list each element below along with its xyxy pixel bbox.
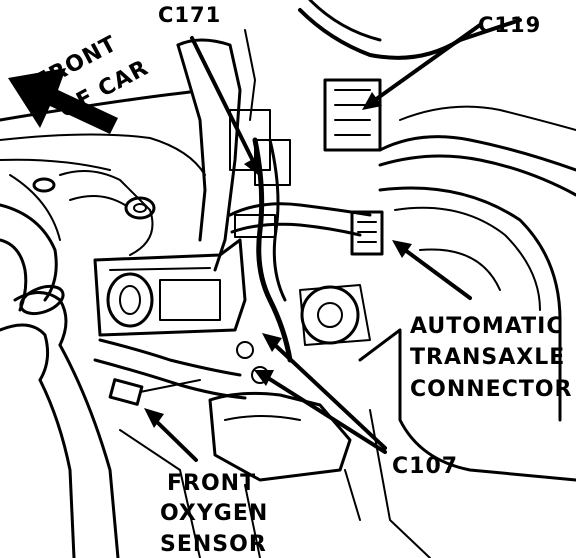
front-of-car-arrow [8, 68, 118, 134]
transaxle-label-line2: TRANSAXLE [410, 345, 565, 370]
c107-label: C107 [392, 454, 458, 479]
transaxle-label-line1: AUTOMATIC [410, 314, 563, 339]
c107-leader-line-lower [266, 376, 387, 454]
transaxle-arrowhead [392, 240, 412, 258]
transaxle-label-line3: CONNECTOR [410, 377, 573, 402]
c171-arrowhead [244, 156, 262, 178]
pointer-arrows [8, 23, 482, 462]
c107-leader-line-upper [273, 343, 387, 450]
c119-leader-line [373, 23, 482, 102]
o2-label-line3: SENSOR [160, 532, 267, 557]
c171-leader-line [190, 36, 257, 167]
transaxle-leader-line [403, 248, 472, 300]
c119-label: C119 [478, 13, 541, 37]
c107-arrowhead-lower [254, 370, 274, 386]
c119-arrowhead [362, 92, 382, 110]
o2-leader-line [153, 418, 198, 462]
o2-arrowhead [144, 408, 164, 428]
c107-arrowhead-upper [262, 333, 282, 352]
o2-label-line2: OXYGEN [160, 501, 268, 526]
o2-label-line1: FRONT [167, 471, 256, 496]
c171-label: C171 [158, 3, 221, 27]
